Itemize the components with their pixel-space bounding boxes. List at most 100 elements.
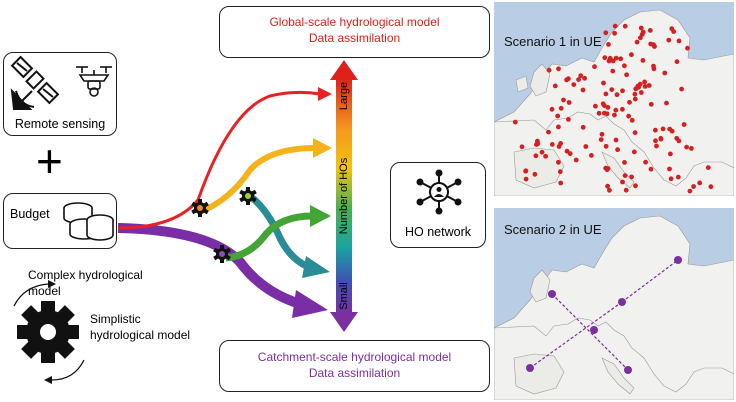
ho-marker	[691, 184, 696, 189]
ho-marker	[667, 126, 673, 132]
ho-marker	[648, 101, 654, 107]
ho-marker	[666, 37, 672, 43]
ho-marker	[566, 117, 571, 122]
ho-marker	[629, 52, 634, 58]
ho-marker	[564, 148, 570, 154]
ho-marker	[623, 187, 629, 193]
ho-marker	[705, 165, 711, 171]
ho-marker	[605, 166, 611, 171]
global-scale-model-label: Global-scale hydrological model	[269, 15, 440, 29]
ho-marker	[612, 30, 617, 36]
ho-marker	[622, 23, 628, 29]
ho-marker	[632, 130, 638, 136]
ho-marker	[543, 153, 548, 159]
scale-title: Number of HOs	[338, 157, 350, 235]
ho-marker	[606, 58, 612, 64]
ho-marker	[642, 84, 648, 89]
ho-marker	[648, 166, 654, 172]
ho-marker	[637, 81, 643, 87]
ho-marker	[598, 137, 604, 143]
ho-marker	[599, 131, 605, 137]
teal-flow-arrowhead	[302, 256, 330, 278]
ho-marker	[535, 138, 540, 144]
ho-marker	[606, 42, 611, 47]
ho-marker	[632, 96, 638, 102]
ho-marker	[624, 366, 632, 374]
ho-marker	[618, 56, 624, 62]
ho-marker	[653, 138, 658, 144]
ho-marker	[679, 86, 684, 92]
ho-marker	[653, 127, 658, 133]
ho-marker	[558, 141, 563, 146]
ho-marker	[642, 79, 647, 85]
ho-marker	[660, 126, 666, 132]
ho-marker	[671, 29, 677, 34]
complex-model-label-2: model	[28, 284, 61, 298]
ho-marker	[689, 146, 694, 151]
ho-marker	[676, 38, 682, 44]
ho-marker	[674, 59, 680, 65]
purple-flow-arrowhead	[292, 290, 328, 318]
ho-marker	[708, 184, 714, 190]
ho-marker	[668, 176, 674, 182]
ho-marker	[667, 166, 672, 172]
remote-sensing-label: Remote sensing	[14, 117, 106, 131]
coins-icon	[63, 202, 114, 241]
ho-marker	[580, 87, 586, 93]
ho-marker	[648, 41, 654, 47]
scenario-1-label: Scenario 1 in UE	[504, 34, 602, 49]
ho-marker	[533, 153, 539, 159]
scale-bar	[336, 78, 352, 314]
ho-marker	[548, 290, 556, 298]
network-icon	[416, 169, 462, 215]
ho-marker	[578, 73, 584, 79]
satellite-icon	[10, 55, 60, 110]
ho-marker	[589, 153, 594, 158]
orange-flow	[198, 145, 316, 215]
scale-bar-top-arrow	[330, 60, 358, 80]
ho-marker	[546, 129, 551, 135]
ho-marker	[610, 58, 616, 64]
ho-marker	[600, 101, 606, 107]
ho-marker	[620, 106, 625, 112]
ho-marker	[566, 76, 571, 82]
ho-marker	[662, 70, 668, 76]
ho-marker	[612, 112, 617, 118]
ho-marker	[643, 159, 648, 165]
ho-marker	[638, 25, 644, 31]
ho-marker	[631, 149, 637, 155]
ho-marker	[576, 77, 581, 82]
ho-marker	[566, 100, 572, 105]
remote-sensing-box: Remote sensing	[3, 52, 117, 136]
ho-marker	[613, 137, 619, 143]
ho-marker	[601, 110, 607, 116]
ho-network-label: HO network	[405, 225, 471, 239]
ho-marker	[613, 55, 619, 61]
global-scale-box: Global-scale hydrological model Data ass…	[219, 6, 490, 58]
ho-marker	[605, 105, 611, 110]
drone-icon	[76, 66, 112, 97]
teal-flow	[247, 193, 314, 272]
ho-marker	[651, 66, 657, 72]
ho-marker	[602, 55, 608, 61]
ho-marker	[605, 183, 610, 189]
ho-marker	[658, 136, 664, 141]
ho-marker	[647, 28, 653, 33]
plus-sign: +	[36, 135, 63, 187]
ho-marker	[571, 82, 577, 87]
ho-marker	[687, 188, 693, 194]
simple-model-label-2: hydrological model	[90, 328, 191, 342]
ho-marker	[610, 68, 616, 74]
ho-marker	[609, 87, 615, 92]
budget-box: Budget	[3, 193, 117, 249]
ho-marker	[654, 143, 659, 149]
ho-marker	[596, 110, 602, 116]
scale-bottom-label: Small	[338, 282, 350, 310]
ho-marker	[684, 144, 689, 150]
ho-marker	[601, 80, 606, 86]
ho-marker	[668, 151, 673, 157]
ho-marker	[552, 83, 558, 89]
ho-marker	[622, 160, 627, 165]
ho-marker	[638, 90, 644, 95]
